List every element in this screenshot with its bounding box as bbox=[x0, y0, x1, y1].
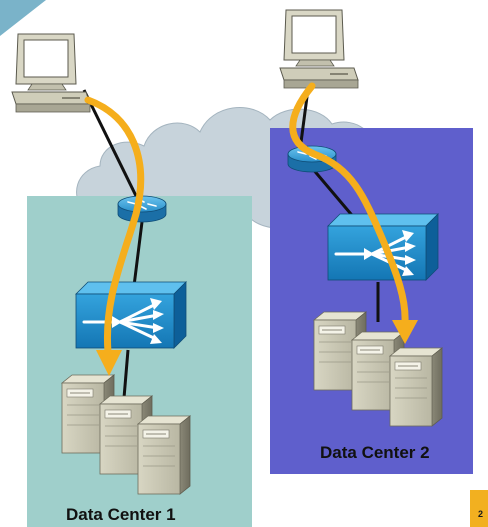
data-center-2-label: Data Center 2 bbox=[320, 443, 430, 462]
data-center-2-region bbox=[270, 128, 473, 474]
data-center-1-label: Data Center 1 bbox=[66, 505, 176, 524]
page-marker bbox=[470, 490, 488, 527]
arrowhead-dc1-icon bbox=[96, 350, 122, 376]
server-icon bbox=[137, 415, 191, 495]
corner-decoration bbox=[0, 0, 46, 36]
page-number: 2 bbox=[478, 509, 484, 519]
traffic-flow-arrow-dc1 bbox=[84, 96, 145, 356]
client-pc-2-icon bbox=[279, 9, 359, 89]
client-pc-1-icon bbox=[11, 33, 91, 113]
arrowhead-dc2-icon bbox=[392, 320, 418, 344]
server-icon bbox=[389, 347, 443, 427]
traffic-flow-arrow-dc2 bbox=[289, 82, 409, 326]
content-switch-dc1-icon bbox=[74, 280, 188, 350]
